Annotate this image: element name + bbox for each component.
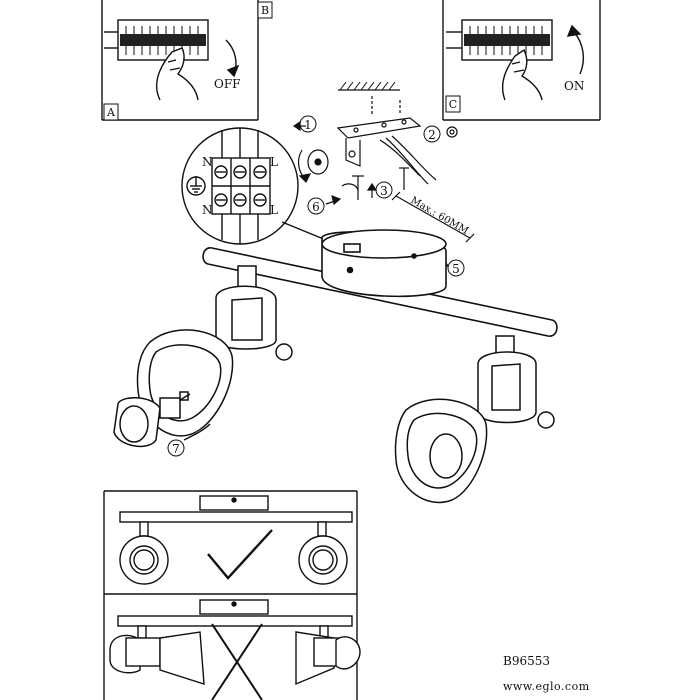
correct-vs-incorrect-panel: [103, 490, 361, 700]
fixture-bar: [202, 229, 558, 337]
svg-text:A: A: [106, 106, 116, 119]
svg-text:6: 6: [312, 200, 320, 214]
terminal-block-magnifier: [181, 127, 327, 245]
svg-text:5: 5: [452, 262, 460, 276]
svg-text:7: 7: [172, 442, 180, 456]
step-markers: 1 2 3 4 5 6 7: [167, 115, 465, 457]
model-number: B96553: [503, 654, 550, 668]
panel-c-letter: C: [445, 95, 461, 113]
terminal-label-n-bottom: N: [202, 203, 213, 217]
step-3: 3: [375, 181, 393, 199]
step-1: 1: [299, 115, 317, 133]
svg-text:1: 1: [304, 118, 312, 132]
panel-a-off-label: OFF: [214, 77, 241, 91]
svg-text:C: C: [449, 98, 457, 111]
terminal-label-l-bottom: L: [270, 203, 278, 217]
panel-b-letter: B: [257, 1, 273, 19]
svg-text:3: 3: [380, 184, 388, 198]
ceiling-mount: [292, 81, 475, 276]
panel-c-switch-on: [442, 0, 601, 121]
spotlight-right: [394, 335, 555, 504]
svg-text:B: B: [261, 4, 269, 17]
website-url: www.eglo.com: [503, 680, 590, 693]
terminal-label-l-top: L: [270, 155, 278, 169]
svg-text:2: 2: [428, 128, 436, 142]
terminal-label-n-top: N: [202, 155, 213, 169]
wire-max-length-note: Max.: 60MM: [409, 195, 471, 237]
panel-a-switch-off: [101, 0, 259, 121]
step-6: 6: [307, 197, 325, 215]
step-5: 5: [447, 259, 465, 277]
step-2: 2: [423, 125, 441, 143]
panel-a-letter: A: [103, 103, 119, 121]
spotlight-left: [113, 265, 293, 448]
step-7: 7: [167, 439, 185, 457]
panel-c-on-label: ON: [564, 79, 584, 93]
